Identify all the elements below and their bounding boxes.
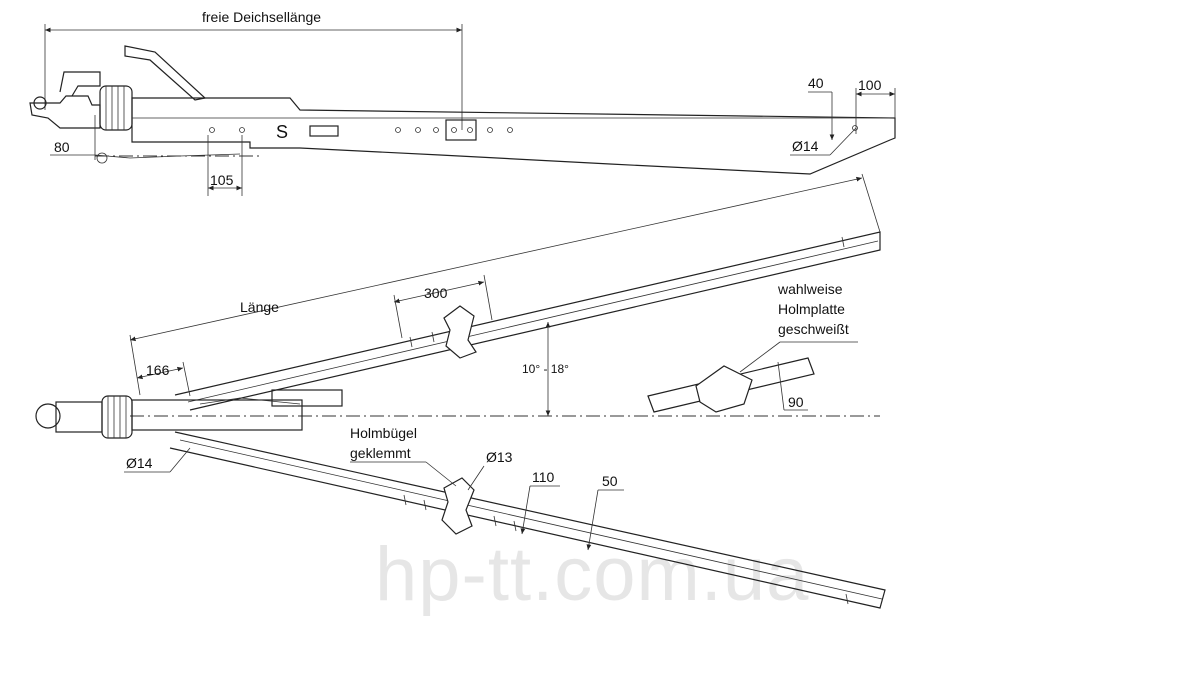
welded-label-2: Holmplatte — [778, 301, 845, 317]
handbrake-bottom — [271, 389, 343, 407]
upper-clamp-plate — [443, 305, 477, 359]
watermark-text: hp-tt.com.ua — [375, 532, 809, 617]
coupling-head-outline — [29, 95, 101, 129]
dim-50-line — [586, 489, 599, 551]
dim-105-label: 105 — [210, 172, 234, 188]
dia14-bottom-label: Ø14 — [126, 455, 153, 471]
brake-rod-bottom — [199, 397, 301, 405]
dim-110-line — [520, 485, 531, 535]
dia14-top-label: Ø14 — [792, 138, 819, 154]
angle-label: 10° - 18° — [522, 362, 569, 376]
dia14-bottom-leader — [169, 447, 191, 473]
dia13-label: Ø13 — [486, 449, 513, 465]
coupling-ball-socket — [33, 96, 47, 110]
dia14-top-leader — [829, 127, 857, 156]
welded-plate-arm-detail — [647, 357, 815, 413]
dim-300-label: 300 — [424, 285, 448, 301]
top-drawbar-side-view: freie Deichsellänge S — [29, 9, 896, 196]
clamp-label-1: Holmbügel — [350, 425, 417, 441]
length-ext-left — [129, 334, 141, 396]
lower-arm-inner — [179, 439, 883, 600]
coupling-body-bottom — [55, 401, 103, 433]
free-length-label: freie Deichsellänge — [202, 9, 321, 25]
drawbar-housing — [131, 97, 896, 175]
bellows-top — [99, 85, 133, 131]
dim-50-label: 50 — [602, 473, 618, 489]
welded-holm-plate — [695, 365, 753, 413]
lower-clamp-plate — [441, 477, 475, 535]
welded-label-3: geschweißt — [778, 321, 849, 337]
welded-leader — [739, 341, 781, 373]
upper-arm-inner — [187, 240, 879, 403]
dim-166-ext — [182, 361, 191, 397]
dim-90-line — [777, 361, 785, 411]
dim-110-label: 110 — [532, 469, 555, 485]
welded-label-1: wahlweise — [777, 281, 843, 297]
length-label: Länge — [240, 299, 279, 315]
clamp-label-2: geklemmt — [350, 445, 411, 461]
dim-40-label: 40 — [808, 75, 824, 91]
mounting-plate-top — [445, 119, 477, 141]
dim-166-label: 166 — [146, 362, 170, 378]
housing-slot — [309, 125, 339, 137]
bolt-holes-top — [209, 125, 858, 133]
dim-300-line — [393, 280, 485, 304]
dim-90-label: 90 — [788, 394, 804, 410]
dim-100-label: 100 — [858, 77, 882, 93]
dim-300-ext-left — [393, 294, 403, 339]
housing-bottom — [131, 399, 303, 431]
breakaway-cable — [94, 153, 241, 159]
bottom-a-frame-view: Länge 300 166 10° - 18° wahlweise Holmpl… — [35, 173, 886, 609]
coupling-handle — [59, 71, 101, 97]
lower-arm — [169, 431, 886, 609]
coupling-head-bottom — [35, 403, 61, 429]
clamp-leader — [425, 461, 457, 487]
dim-300-ext-right — [483, 274, 493, 321]
dim-80-label: 80 — [54, 139, 70, 155]
s-logo-icon: S — [276, 122, 288, 142]
dim-166-line — [136, 366, 184, 380]
handbrake-lever — [124, 45, 207, 101]
length-ext-right — [861, 173, 881, 233]
length-dimension-line — [129, 176, 863, 342]
arm-bolt-ticks — [403, 236, 849, 605]
dia13-leader — [467, 465, 485, 491]
bellows-bottom — [101, 395, 133, 439]
breakaway-ring — [96, 152, 108, 164]
